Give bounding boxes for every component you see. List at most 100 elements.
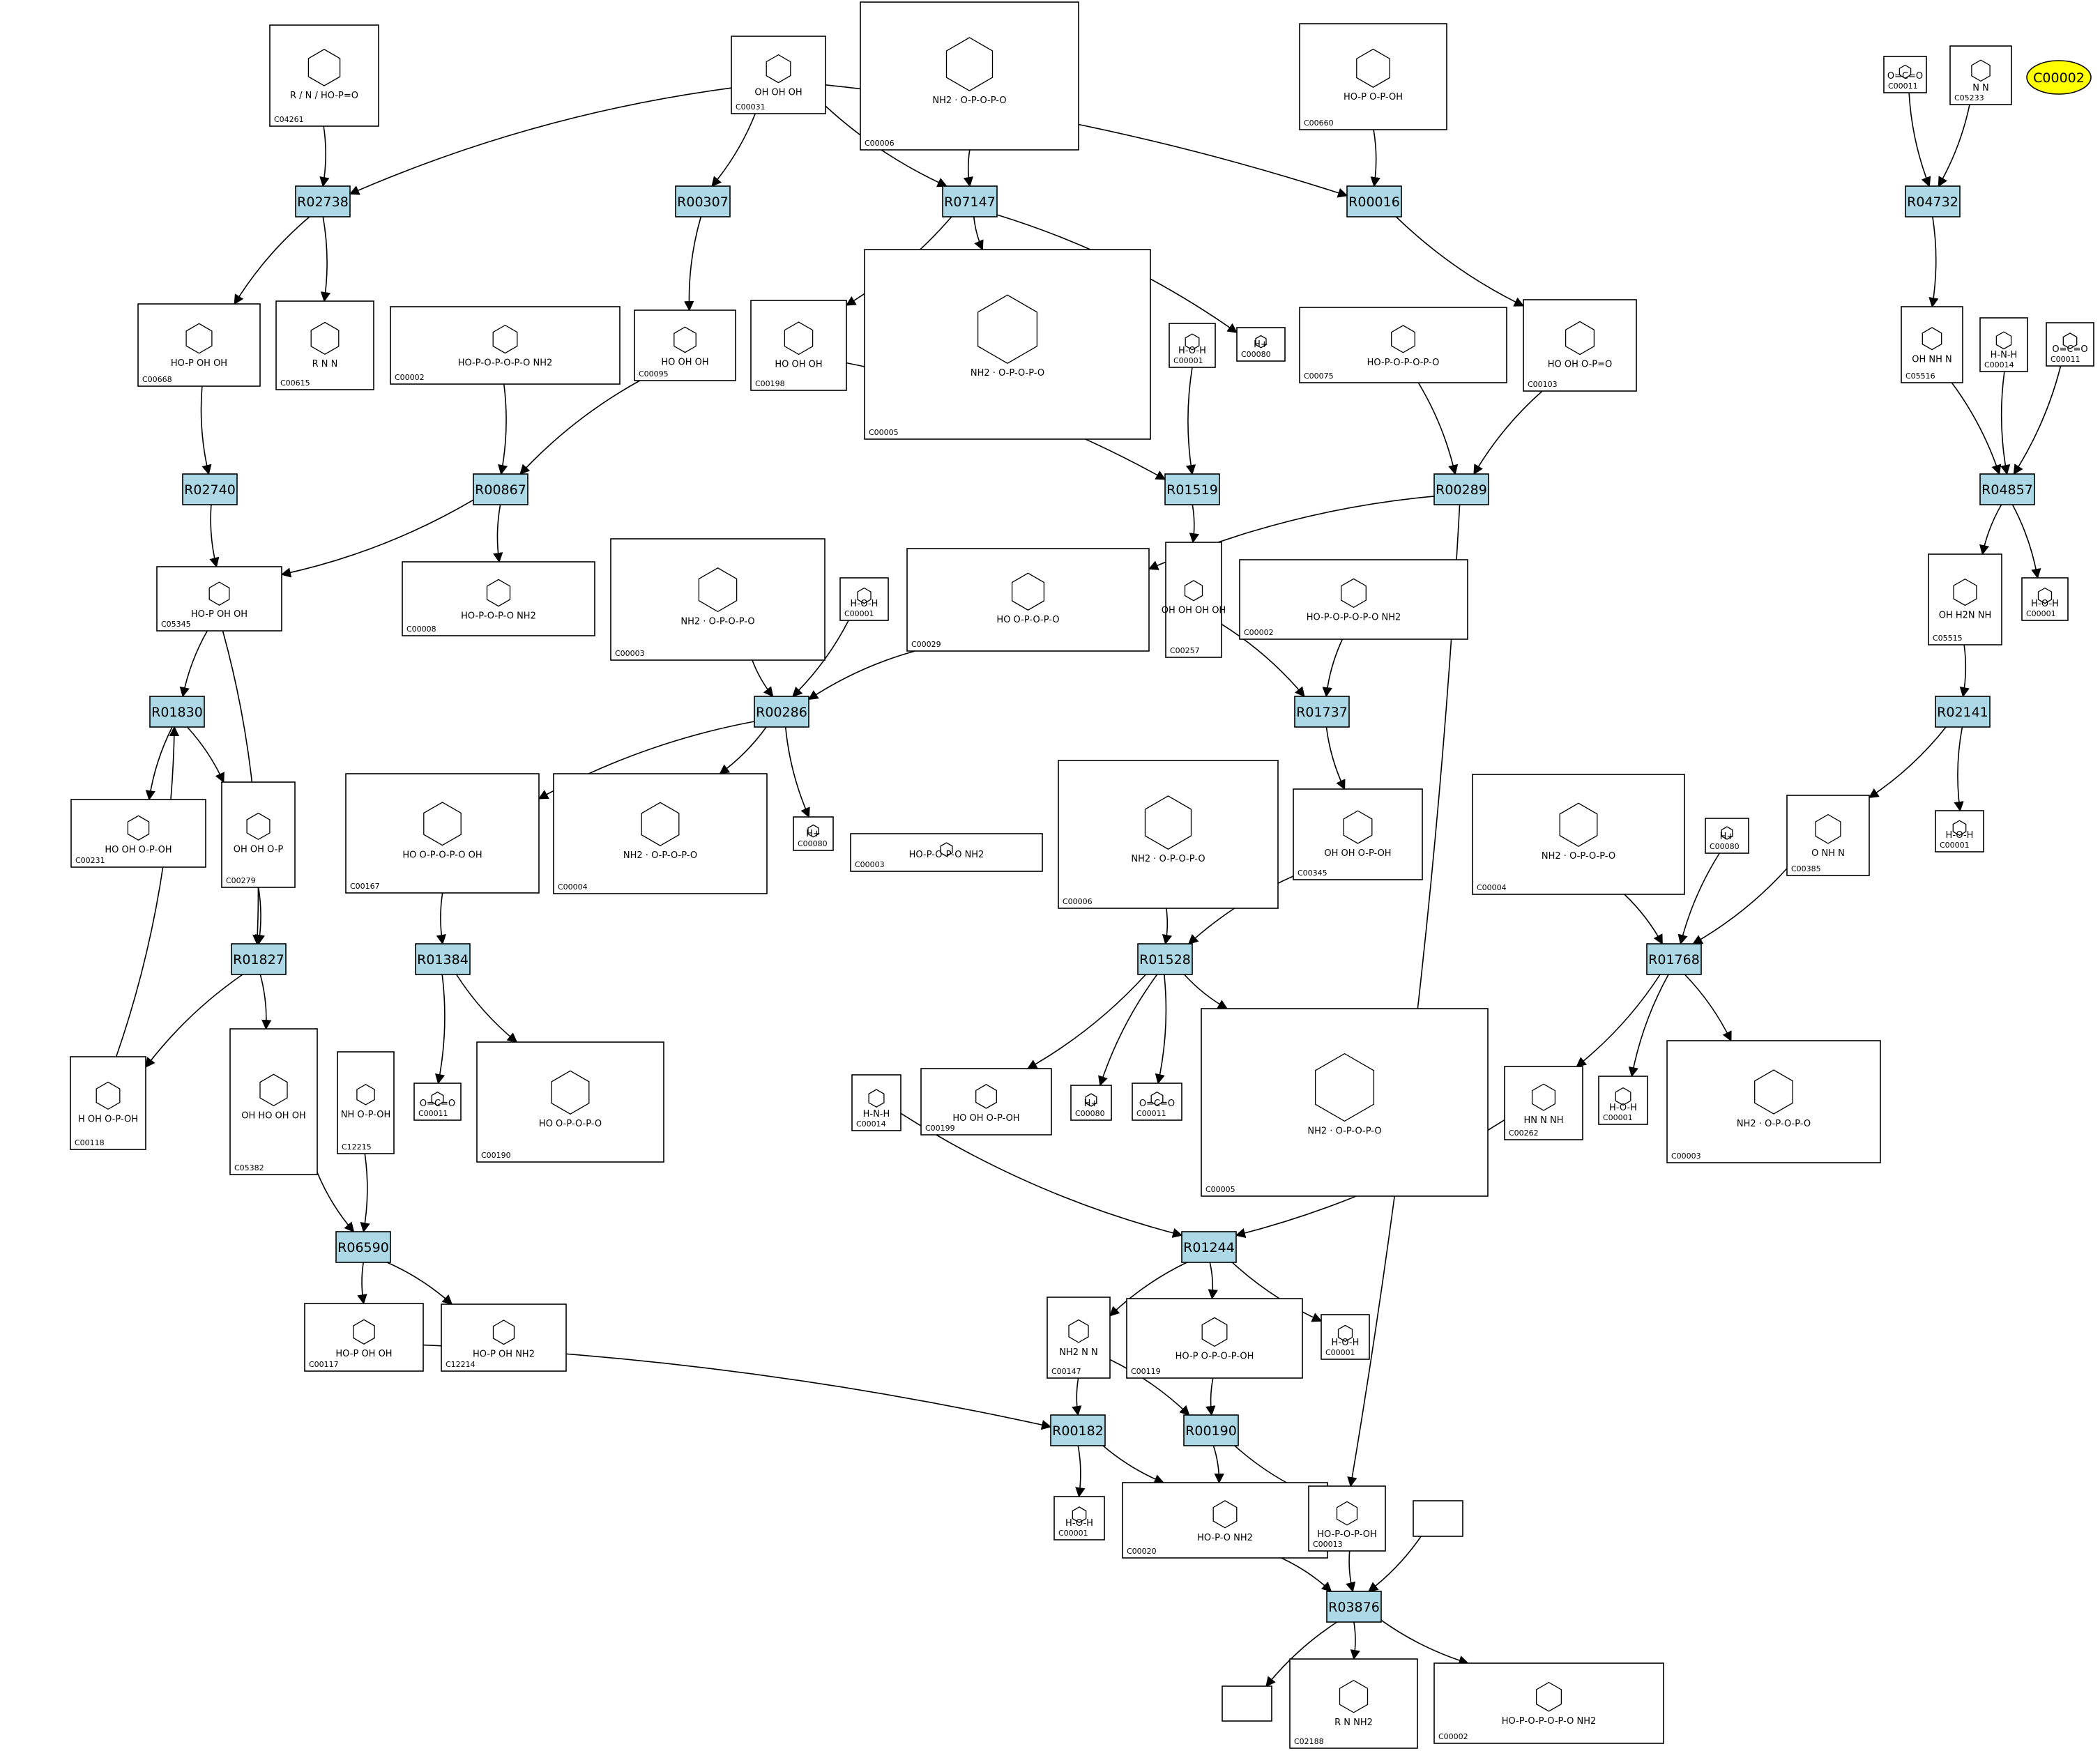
reaction-R01384[interactable]: R01384: [415, 943, 471, 975]
compound-box[interactable]: [553, 773, 768, 894]
reaction-R02141[interactable]: R02141: [1935, 696, 1991, 728]
reaction-R00182[interactable]: R00182: [1050, 1414, 1106, 1446]
compound-box[interactable]: [1293, 788, 1423, 880]
compound-box[interactable]: [1299, 23, 1447, 130]
compound-box[interactable]: [413, 1083, 462, 1121]
compound-box[interactable]: [1058, 760, 1279, 909]
reaction-box[interactable]: [1433, 473, 1489, 505]
compound-box[interactable]: [1165, 542, 1222, 658]
compound-box[interactable]: [1239, 559, 1468, 640]
compound-box[interactable]: [1308, 1485, 1386, 1552]
reaction-box[interactable]: [942, 185, 998, 217]
compound-box[interactable]: [793, 816, 834, 851]
compound-box[interactable]: [634, 309, 736, 381]
compound-box[interactable]: [850, 833, 1043, 872]
reaction-R00190[interactable]: R00190: [1183, 1414, 1239, 1446]
reaction-R06590[interactable]: R06590: [335, 1231, 391, 1263]
compound-box[interactable]: [920, 1068, 1052, 1136]
compound-box[interactable]: [441, 1303, 567, 1372]
reaction-box[interactable]: [149, 696, 205, 728]
reaction-R01827[interactable]: R01827: [231, 943, 287, 975]
compound-c00080c[interactable]: H+C00080: [1705, 818, 1749, 854]
compound-box[interactable]: [390, 306, 621, 385]
compound-box[interactable]: [1289, 1658, 1418, 1749]
reaction-box[interactable]: [1294, 696, 1350, 728]
reaction-box[interactable]: [1935, 696, 1991, 728]
reaction-R04732[interactable]: R04732: [1905, 185, 1961, 217]
compound-box[interactable]: [1598, 1076, 1648, 1125]
compound-box[interactable]: [1504, 1066, 1583, 1140]
compound-box[interactable]: [337, 1051, 395, 1154]
reaction-box[interactable]: [1137, 943, 1193, 975]
highlight-ellipse[interactable]: [2026, 60, 2092, 95]
compound-box[interactable]: [402, 561, 595, 636]
compound-box[interactable]: [1053, 1496, 1105, 1540]
reaction-box[interactable]: [1326, 1591, 1382, 1623]
compound-box[interactable]: [2046, 322, 2094, 367]
compound-box[interactable]: [70, 799, 206, 868]
compound-box[interactable]: [1883, 56, 1927, 93]
reaction-box[interactable]: [754, 696, 809, 728]
highlight-compound[interactable]: C00002: [2026, 60, 2092, 95]
compound-box[interactable]: [1705, 818, 1749, 854]
compound-box[interactable]: [1126, 1298, 1303, 1379]
reaction-R07147[interactable]: R07147: [942, 185, 998, 217]
reaction-box[interactable]: [182, 473, 238, 505]
compound-box[interactable]: [2021, 577, 2069, 621]
reaction-box[interactable]: [675, 185, 731, 217]
reaction-R00016[interactable]: R00016: [1346, 185, 1402, 217]
compound-box[interactable]: [1047, 1297, 1111, 1379]
compound-box[interactable]: [1299, 307, 1507, 383]
compound-box[interactable]: [304, 1303, 424, 1372]
compound-box[interactable]: [1472, 774, 1685, 895]
reaction-box[interactable]: [231, 943, 287, 975]
compound-box[interactable]: [1786, 795, 1870, 876]
reaction-R01244[interactable]: R01244: [1181, 1231, 1237, 1263]
reaction-box[interactable]: [1164, 473, 1220, 505]
compound-box[interactable]: [275, 300, 374, 390]
compound-box[interactable]: [1666, 1040, 1881, 1163]
compound-box[interactable]: [269, 24, 379, 127]
compound-box[interactable]: [1935, 810, 1984, 852]
compound-box[interactable]: [864, 249, 1151, 440]
compound-box[interactable]: [906, 548, 1150, 652]
reaction-R01768[interactable]: R01768: [1646, 943, 1702, 975]
reaction-R01519[interactable]: R01519: [1164, 473, 1220, 505]
compound-c00080d[interactable]: H+C00080: [1070, 1085, 1112, 1121]
compound-box[interactable]: [70, 1056, 146, 1150]
reaction-R00307[interactable]: R00307: [675, 185, 731, 217]
reaction-R04857[interactable]: R04857: [1979, 473, 2035, 505]
compound-box[interactable]: [1132, 1083, 1182, 1121]
reaction-R00867[interactable]: R00867: [473, 473, 528, 505]
compound-box[interactable]: [750, 300, 847, 391]
reaction-R01528[interactable]: R01528: [1137, 943, 1193, 975]
compound-box[interactable]: [221, 781, 296, 888]
reaction-R01737[interactable]: R01737: [1294, 696, 1350, 728]
